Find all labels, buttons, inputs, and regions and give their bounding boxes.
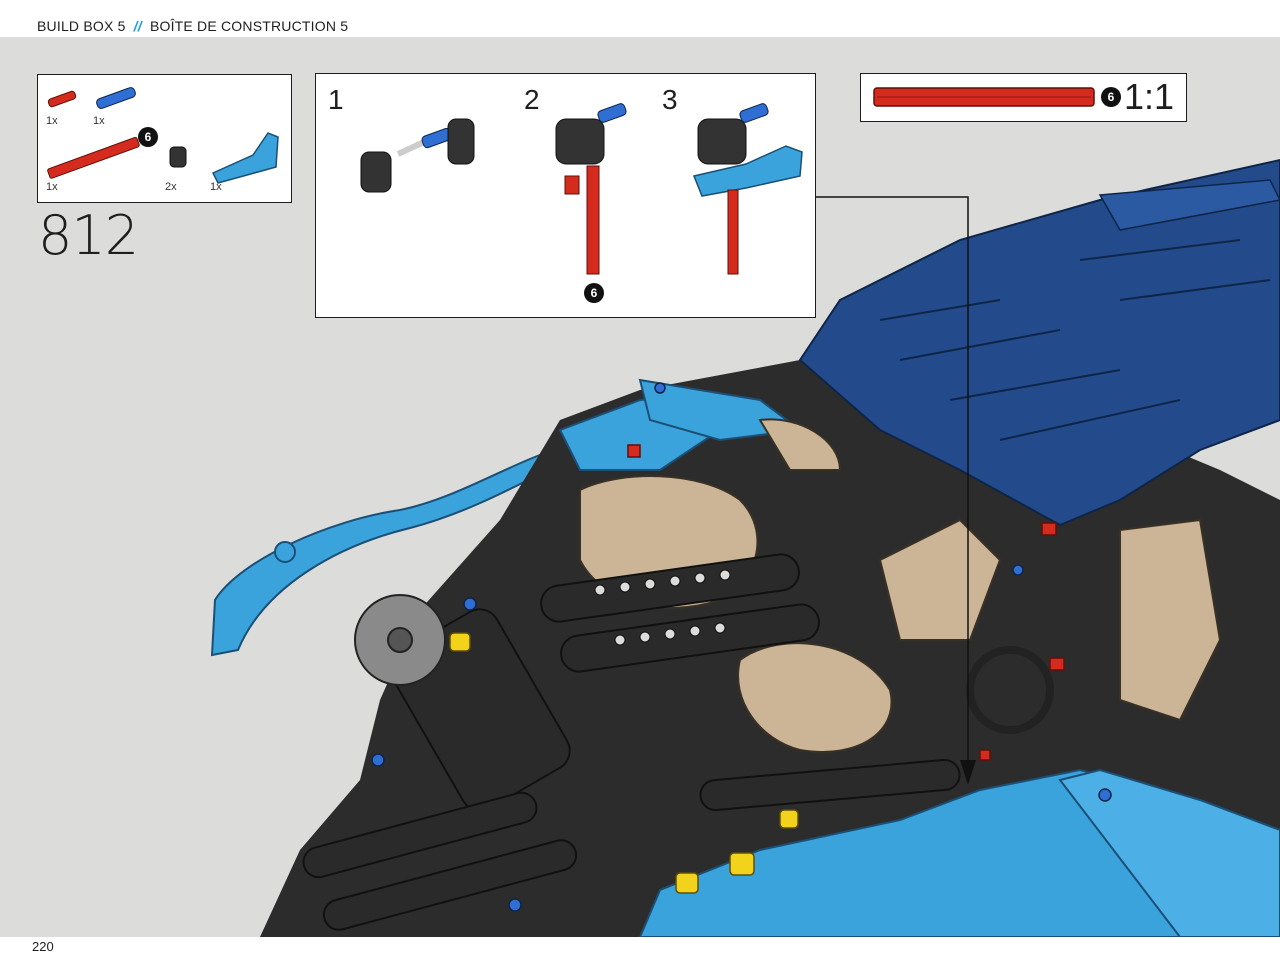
- scale-label: 1:1: [1123, 76, 1174, 117]
- step-number: 812: [38, 204, 139, 267]
- substep-2-label: 2: [524, 84, 540, 115]
- build-box-label-fr: BOÎTE DE CONSTRUCTION 5: [149, 18, 349, 34]
- part-qty-red-axle: 1x: [46, 181, 58, 193]
- build-box-label-en: BUILD BOX 5: [37, 18, 126, 34]
- part-qty-blue-pin: 1x: [93, 115, 105, 127]
- page-number: 220: [32, 939, 54, 954]
- part-qty-connector: 2x: [165, 181, 177, 193]
- substep-illustrations: [360, 103, 803, 275]
- model-render: [210, 158, 1280, 937]
- parts-illustration: [47, 87, 279, 184]
- scale-reference: 6 1:1: [860, 73, 1187, 122]
- breadcrumb-separator: //: [133, 18, 142, 34]
- substep-1-label: 1: [328, 84, 344, 115]
- axle-length-badge: 6: [138, 127, 158, 147]
- sub-assembly-callout: 1 2 3 6: [315, 73, 816, 318]
- substep-3-label: 3: [662, 84, 678, 115]
- page-header: BUILD BOX 5 // BOÎTE DE CONSTRUCTION 5: [0, 0, 1280, 37]
- parts-list: 1x 1x 6 1x 2x 1x: [37, 74, 292, 203]
- build-box-breadcrumb: BUILD BOX 5 // BOÎTE DE CONSTRUCTION 5: [37, 18, 348, 34]
- part-qty-angled-beam: 1x: [210, 181, 222, 193]
- axle-scale-illustration: [873, 87, 1095, 107]
- part-qty-red-pin: 1x: [46, 115, 58, 127]
- page-footer: 220: [0, 937, 1280, 974]
- scale-length-badge: 6: [1101, 87, 1121, 107]
- substep-axle-badge: 6: [584, 283, 604, 303]
